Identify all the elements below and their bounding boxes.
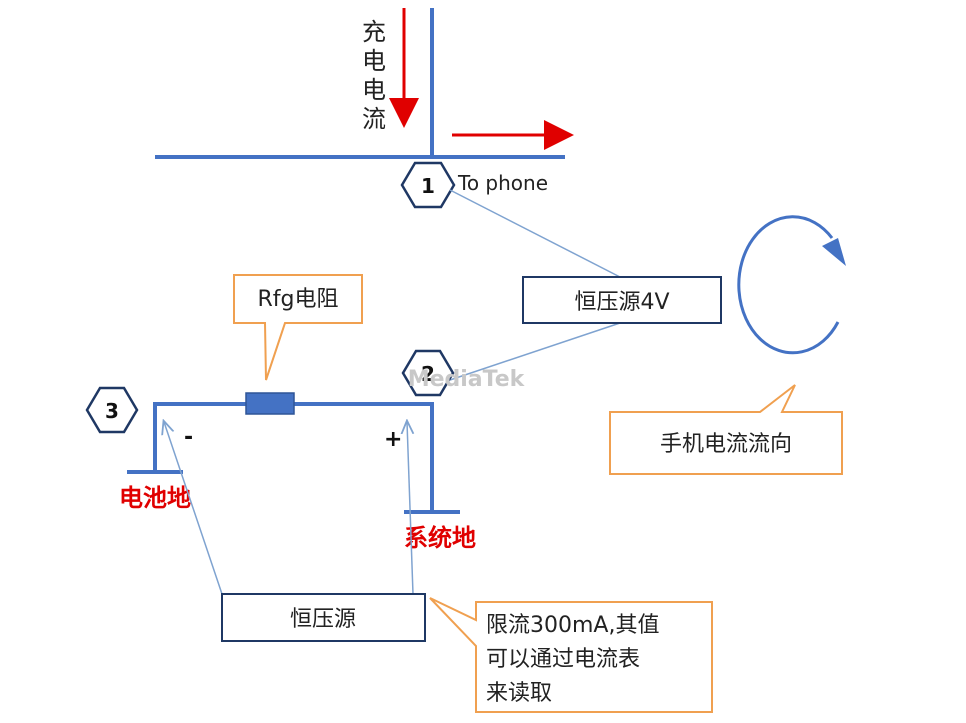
rfg-resistor [245,392,295,415]
phone-current-loop [737,215,840,355]
source-to-node2-line [449,322,621,381]
phone-current-callout [609,384,843,475]
system-ground-label: 系统地 [404,524,476,552]
phone-current-dir-label: 手机电流流向 [660,432,792,457]
voltage-source-4v-box [522,276,722,324]
battery-ground-label: 电池地 [119,484,191,512]
node-2-label: 2 [421,362,435,386]
limit-note-line-2: 可以通过电流表 [486,647,640,672]
voltage-source-box [221,593,426,642]
resistor-callout-label: Rfg电阻 [258,287,339,312]
mediatek-watermark: MediaTek [408,367,526,392]
voltage-source-4v-label: 恒压源4V [574,290,669,315]
node-1-hexagon [400,161,456,209]
source-to-minus-arrow [164,422,223,595]
minus-sign: - [184,425,193,450]
loop-arrowhead [822,238,846,266]
current-limit-callout [429,597,713,713]
limit-note-line-3: 来读取 [486,681,552,706]
node-3-hexagon [85,386,139,434]
node-2-hexagon [401,349,455,397]
charge-current-label: 充电电流 [362,18,386,133]
node-3-label: 3 [105,399,119,423]
limit-note-line-1: 限流300mA,其值 [486,613,659,638]
source-to-node1-line [449,189,621,278]
node-1-label: 1 [421,174,435,198]
plus-sign: + [384,427,402,452]
source-to-plus-arrow [407,422,413,595]
voltage-source-label: 恒压源 [290,607,356,632]
to-phone-label: To phone [457,171,548,195]
lower-circuit-wire [153,402,434,512]
resistor-callout [233,274,363,381]
